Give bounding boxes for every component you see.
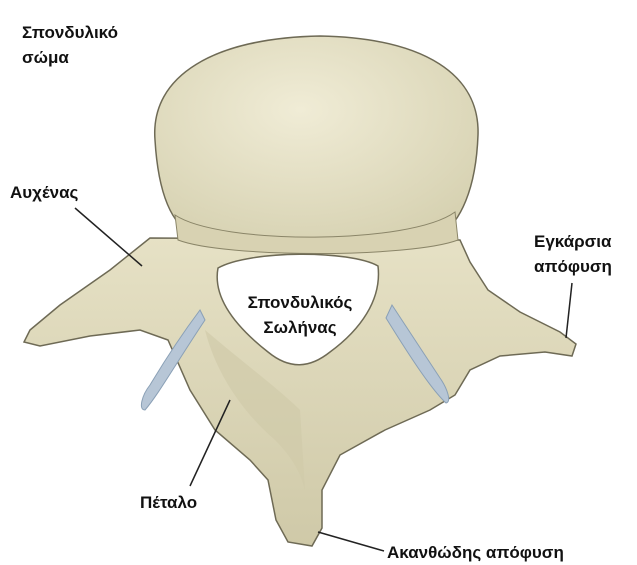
label-lamina: Πέταλο	[140, 490, 197, 515]
pedicle-leader	[75, 208, 142, 266]
label-spinous-process: Ακανθώδης απόφυση	[387, 540, 564, 565]
label-pedicle: Αυχένας	[10, 180, 78, 205]
label-vertebral-canal: Σπονδυλικός Σωλήνας	[233, 290, 367, 340]
vertebral-body	[155, 36, 478, 247]
spinous-leader	[318, 532, 384, 551]
label-transverse-process: Εγκάρσια απόφυση	[534, 229, 612, 279]
transverse-leader	[566, 283, 572, 338]
label-vertebral-body: Σπονδυλικό σώμα	[22, 20, 118, 70]
